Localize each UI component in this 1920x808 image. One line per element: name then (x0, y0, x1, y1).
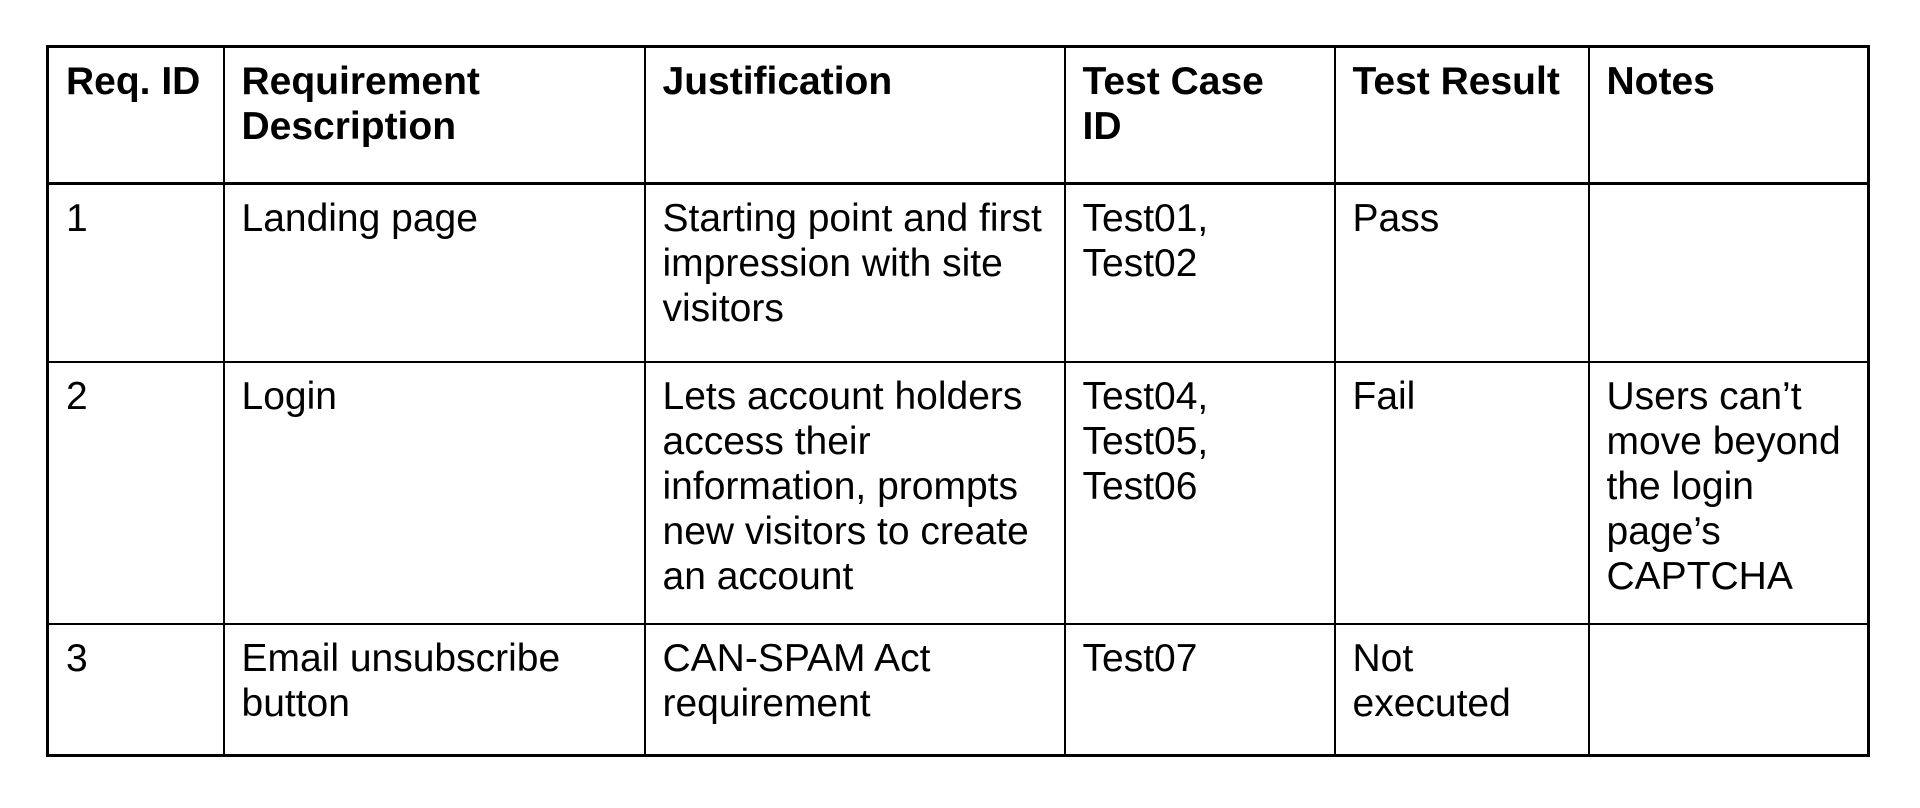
cell-test-case-id: Test07 (1063, 622, 1336, 757)
column-header-notes: Notes (1587, 45, 1870, 185)
cell-justification: CAN-SPAM Act requirement (643, 622, 1066, 757)
cell-test-case-id: Test01, Test02 (1063, 182, 1336, 363)
cell-req-id: 2 (46, 360, 225, 625)
cell-test-result: Not executed (1333, 622, 1590, 757)
cell-test-result: Pass (1333, 182, 1590, 363)
requirements-table: Req. ID Requirement Description Justific… (46, 45, 1870, 757)
table-row: 3 Email unsubscribe button CAN-SPAM Act … (46, 622, 1870, 757)
cell-notes (1587, 182, 1870, 363)
cell-test-result: Fail (1333, 360, 1590, 625)
column-header-test-case-id: Test Case ID (1063, 45, 1336, 185)
column-header-test-result: Test Result (1333, 45, 1590, 185)
table-header-row: Req. ID Requirement Description Justific… (46, 45, 1870, 185)
cell-justification: Lets account holders access their inform… (643, 360, 1066, 625)
column-header-requirement-description: Requirement Description (222, 45, 646, 185)
cell-notes (1587, 622, 1870, 757)
cell-test-case-id: Test04, Test05, Test06 (1063, 360, 1336, 625)
column-header-justification: Justification (643, 45, 1066, 185)
cell-req-id: 1 (46, 182, 225, 363)
table-row: 2 Login Lets account holders access thei… (46, 360, 1870, 625)
cell-description: Landing page (222, 182, 646, 363)
cell-justification: Starting point and first impression with… (643, 182, 1066, 363)
cell-req-id: 3 (46, 622, 225, 757)
cell-description: Email unsubscribe button (222, 622, 646, 757)
cell-description: Login (222, 360, 646, 625)
table-row: 1 Landing page Starting point and first … (46, 182, 1870, 363)
column-header-req-id: Req. ID (46, 45, 225, 185)
cell-notes: Users can’t move beyond the login page’s… (1587, 360, 1870, 625)
